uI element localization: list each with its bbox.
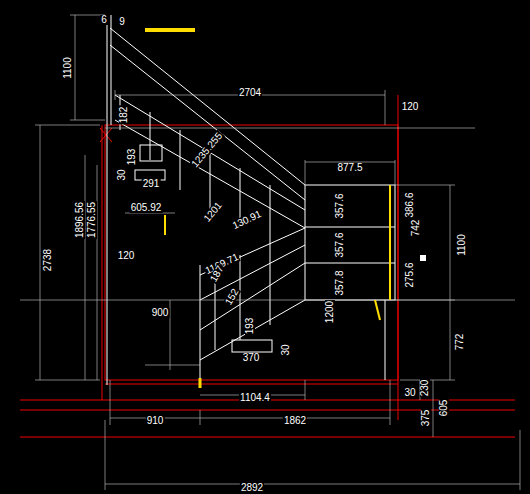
dimension-label: 230 xyxy=(420,379,430,398)
dimension-label: 120 xyxy=(117,251,136,261)
dimension-label: 877.5 xyxy=(336,163,363,173)
dimension-label: 193 xyxy=(245,317,255,336)
dimension-label: 1235.255 xyxy=(189,130,225,170)
dimension-label: 130.91 xyxy=(230,209,264,232)
dimension-label: 2738 xyxy=(43,248,53,272)
dimension-label: 910 xyxy=(146,416,165,426)
dimension-label: 152 xyxy=(223,286,241,307)
dimension-label: 291 xyxy=(142,179,161,189)
dimension-label: 2892 xyxy=(240,483,264,493)
dimension-label: 357.8 xyxy=(335,269,345,296)
dimension-label: 1201 xyxy=(201,199,224,224)
dimension-label: 357.6 xyxy=(335,192,345,219)
dimension-label: 357.6 xyxy=(335,231,345,258)
dimension-label: 2704 xyxy=(238,88,262,98)
dimension-label: 1100 xyxy=(63,56,73,80)
dimension-label: 182 xyxy=(119,106,129,125)
dimension-label: 193 xyxy=(127,148,137,167)
dimension-label: 120 xyxy=(401,102,420,112)
dimension-label: 275.6 xyxy=(405,261,415,288)
dimension-label: 30 xyxy=(281,343,291,356)
dimension-label: 386.6 xyxy=(405,191,415,218)
dimension-label: 375 xyxy=(421,409,431,428)
dimension-label: 1776.55 xyxy=(87,201,97,239)
dimension-label: 1896.56 xyxy=(75,201,85,239)
dimension-label: 9 xyxy=(118,17,126,27)
dimension-label: 900 xyxy=(151,308,170,318)
dimension-label: 1862 xyxy=(283,416,307,426)
dimension-label: 6 xyxy=(100,15,108,25)
dimension-label: 772 xyxy=(455,333,465,352)
dimension-label: 30 xyxy=(403,388,416,398)
dimension-label: 30 xyxy=(117,168,127,181)
dimension-label: 742 xyxy=(411,219,421,238)
dimension-label: 605 xyxy=(439,399,449,418)
dimension-label: 1200 xyxy=(325,300,335,324)
dimension-label: 1104.4 xyxy=(239,393,271,403)
dimension-label: 1100 xyxy=(457,233,467,257)
dimension-label: 370 xyxy=(242,353,261,363)
dimension-label: 605.92 xyxy=(130,203,163,213)
